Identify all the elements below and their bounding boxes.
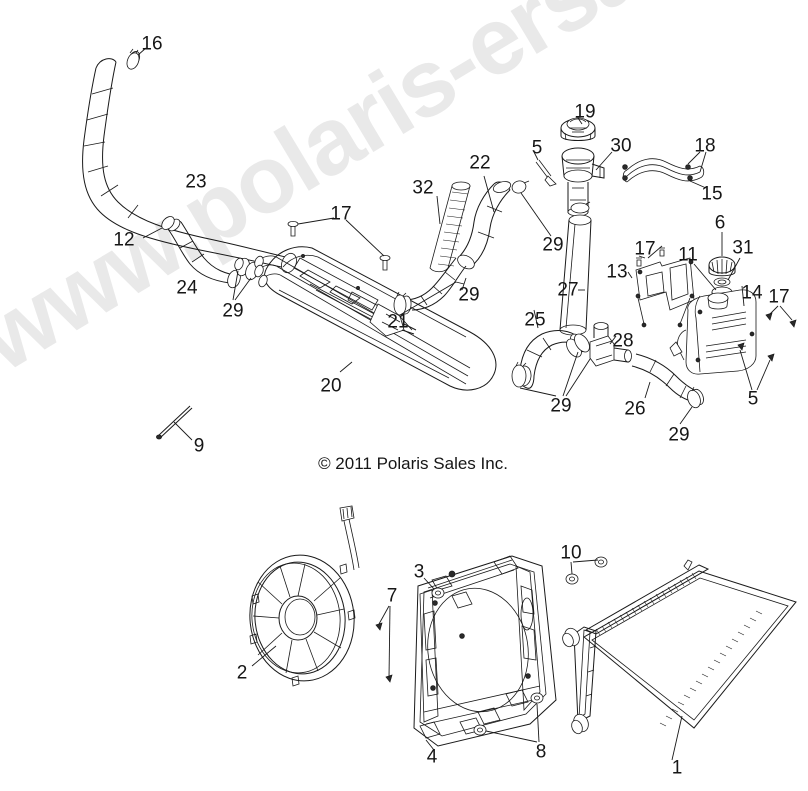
callout-4: 4 [426,746,438,768]
part-screw-17-bottle [765,312,797,328]
part-hose-clamp-29-mid [511,180,530,194]
callout-5-b: 5 [747,388,759,410]
part-hose-clamp-29-26 [687,386,701,409]
callout-13: 13 [606,261,628,283]
callout-29-e: 29 [668,424,690,446]
part-tee-fitting [589,322,632,367]
part-screw-17-right [379,254,391,271]
part-screw-5-upper [535,159,557,187]
callout-18: 18 [694,135,716,157]
callout-21: 21 [387,311,409,333]
part-o-ring-31 [713,277,731,287]
part-filler-neck [561,147,605,217]
part-hose-clamp-12 [161,216,175,230]
callout-20: 20 [320,375,342,397]
callout-31: 31 [732,237,754,259]
callout-32: 32 [412,177,434,199]
part-fan-shroud [413,555,557,747]
callout-5-a: 5 [531,137,543,159]
callout-22: 22 [469,152,491,174]
callout-14: 14 [741,282,763,304]
copyright-notice: © 2011 Polaris Sales Inc. [318,454,508,473]
callout-27: 27 [557,279,579,301]
part-hose-22 [457,181,512,270]
part-hose-clamp-29-22 [393,291,407,316]
part-nut-10 [565,556,608,585]
part-hose-clamp-29-tube [570,201,591,214]
part-oil-cooler [254,246,497,391]
callout-24: 24 [176,277,198,299]
part-hose-clamp-16 [126,48,140,70]
callout-17-a: 17 [330,203,352,225]
part-nut-8 [473,692,544,736]
callout-12: 12 [113,229,135,251]
part-overflow-tube [559,214,592,336]
callout-19: 19 [574,101,596,123]
callout-29-d: 29 [550,395,572,417]
part-coolant-line-pair [622,158,705,183]
callout-28: 28 [612,330,634,352]
callout-29-a: 29 [222,300,244,322]
part-screw-5-bottle [737,342,775,362]
callout-3: 3 [413,561,425,583]
callout-30: 30 [610,135,632,157]
part-hose-clamp-29-tee-left [566,333,590,358]
callout-9: 9 [193,435,205,457]
part-screw-17-top [287,220,299,237]
callout-29-b: 29 [458,284,480,306]
callout-23: 23 [185,171,207,193]
part-radiator-cap [560,117,596,141]
part-drain-rod [156,405,193,440]
callout-2: 2 [236,662,248,684]
callout-7: 7 [386,585,398,607]
callout-1: 1 [671,757,683,779]
callout-26: 26 [624,398,646,420]
part-hose-clamp-29-lower-left [511,361,527,388]
part-nut-3 [431,587,445,599]
part-mounting-bracket [635,257,695,328]
part-radiator [562,559,797,735]
callout-6: 6 [714,212,726,234]
part-bypass-hose [167,218,241,289]
callout-17-c: 17 [768,286,790,308]
callout-11: 11 [678,244,698,266]
callout-17-b: 17 [634,238,656,260]
callout-25: 25 [524,309,546,331]
part-recovery-bottle [669,289,757,375]
part-bottle-cap [708,256,736,277]
callout-29-c: 29 [542,234,564,256]
callout-8: 8 [535,741,547,763]
callout-16: 16 [141,33,163,55]
part-cooling-fan [249,505,360,687]
callout-15: 15 [701,183,723,205]
callout-10: 10 [560,542,582,564]
